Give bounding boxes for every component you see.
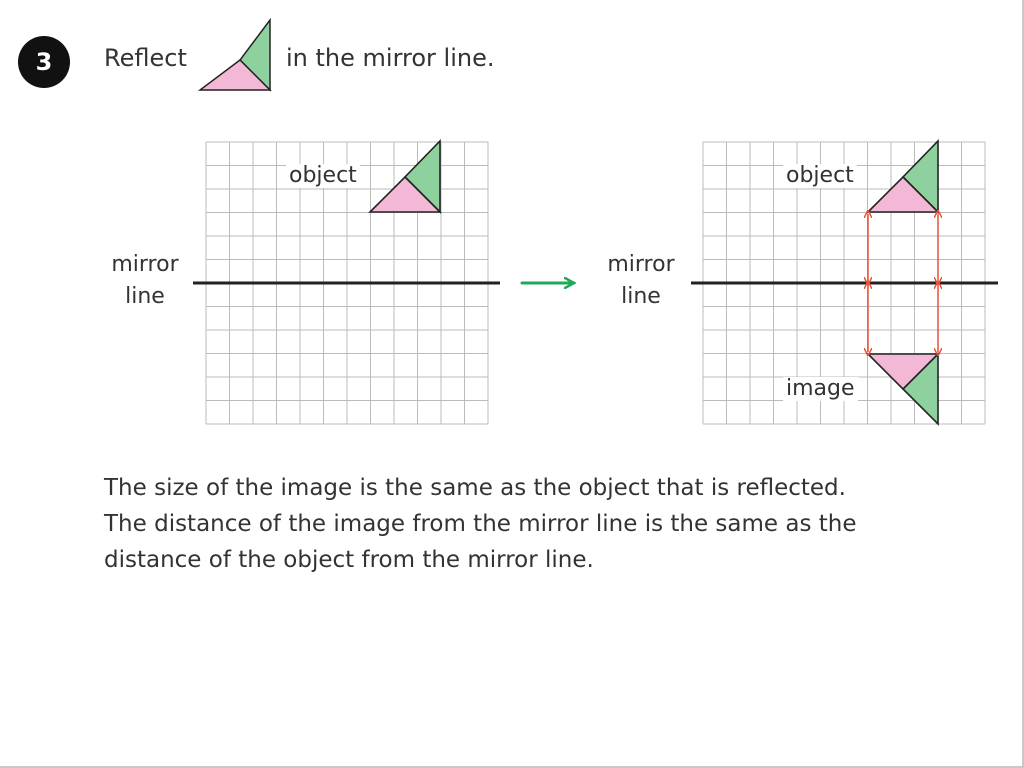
instruction-text-after: in the mirror line.: [286, 44, 495, 72]
object-label-before: object: [286, 164, 360, 188]
frame-edge-right: [1022, 0, 1024, 768]
mirror-label-after-line2: line: [621, 284, 661, 309]
mirror-label-before-line2: line: [125, 284, 165, 309]
mirror-label-before-line1: mirror: [111, 252, 179, 277]
triangle-shape-icon: [198, 18, 272, 92]
icon-pink-triangle: [198, 59, 272, 91]
object-pink-triangle-after: [866, 175, 940, 213]
question-number-badge: 3: [18, 36, 70, 88]
frame-edge-bottom: [0, 766, 1024, 768]
object-label-after: object: [783, 164, 857, 188]
mirror-label-after-line1: mirror: [607, 252, 675, 277]
explanation-line-3: distance of the object from the mirror l…: [104, 547, 594, 573]
explanation-line-1: The size of the image is the same as the…: [104, 475, 846, 501]
explanation-text: The size of the image is the same as the…: [104, 470, 964, 578]
image-label: image: [783, 377, 858, 401]
reflection-diagrams: [193, 139, 998, 426]
question-number: 3: [35, 48, 53, 76]
explanation-line-2: The distance of the image from the mirro…: [104, 511, 857, 537]
object-pink-triangle-before: [368, 175, 442, 213]
instruction-text-before: Reflect: [104, 44, 187, 72]
image-pink-triangle: [866, 353, 940, 391]
